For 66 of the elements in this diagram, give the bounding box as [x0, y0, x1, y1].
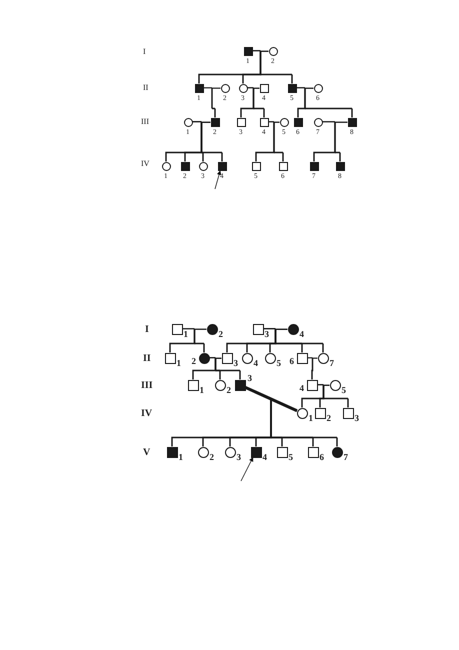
- individual-number: 6: [290, 357, 294, 366]
- pedigree-line: [215, 358, 241, 380]
- proband-arrow: [240, 456, 254, 482]
- individual-number: 1: [184, 330, 188, 339]
- individual-number: 2: [218, 330, 223, 339]
- individual-number: 7: [330, 359, 334, 368]
- individual-number: 5: [342, 386, 346, 395]
- pedigree-line: [307, 357, 313, 380]
- pedigree-line: [334, 122, 348, 162]
- generation-numeral: I: [143, 48, 146, 56]
- pedigree-line: [317, 384, 330, 386]
- individual-number: 4: [262, 453, 267, 462]
- pedigree-line: [201, 122, 223, 162]
- individual-number: 1: [200, 386, 204, 395]
- individual-number: 3: [264, 330, 269, 339]
- generation-numeral: V: [143, 448, 150, 458]
- pedigree-line: [274, 122, 284, 162]
- pedigree-line: [322, 121, 340, 162]
- individual-number: 2: [192, 357, 196, 366]
- individual-number: 5: [288, 453, 293, 462]
- pedigree-line: [296, 87, 352, 118]
- pedigree-line: [263, 328, 324, 353]
- individual-number: 6: [320, 453, 324, 462]
- pedigree-line: [263, 328, 288, 330]
- proband-arrow: [214, 170, 222, 190]
- pedigree-line: [212, 88, 221, 118]
- generation-numeral: IV: [141, 160, 150, 168]
- pedigree-line: [275, 328, 324, 353]
- generation-numeral: III: [141, 381, 153, 391]
- consanguineous-mating-line: [244, 386, 298, 412]
- pedigree-line: [317, 384, 348, 408]
- pedigree-line: [247, 87, 264, 118]
- generation-numeral: IV: [141, 409, 152, 419]
- individual-number: 2: [210, 453, 214, 462]
- pedigree-line: [194, 328, 207, 353]
- individual-number: 1: [308, 414, 313, 423]
- pedigree-line: [252, 50, 292, 84]
- pedigree-line: [260, 50, 293, 84]
- individual-number: 4: [254, 359, 258, 368]
- pedigree-line: [312, 358, 318, 380]
- pedigree-line: [209, 357, 240, 380]
- individual-number: 5: [276, 359, 281, 368]
- pedigree-line: [253, 88, 265, 118]
- pedigree-line: [304, 88, 353, 118]
- pedigree-line: [203, 87, 216, 118]
- generation-numeral: II: [143, 84, 148, 92]
- individual-number: 4: [300, 384, 304, 393]
- individual-number: 2: [226, 386, 231, 395]
- generation-numeral: II: [143, 354, 151, 364]
- pedigree-line: [323, 384, 349, 408]
- individual-number: 3: [248, 374, 252, 382]
- individual-number: 3: [354, 414, 359, 423]
- individual-number: 4: [300, 330, 304, 339]
- individual-number: 1: [176, 359, 181, 368]
- generation-numeral: I: [145, 325, 149, 335]
- individual-number: 3: [234, 359, 238, 368]
- generation-numeral: III: [141, 118, 149, 126]
- individual-number: 7: [344, 453, 348, 462]
- individual-number: 3: [236, 453, 241, 462]
- individual-number: 2: [326, 414, 331, 423]
- pedigree-line: [268, 121, 284, 162]
- individual-number: 1: [178, 453, 183, 462]
- pedigree-line: [192, 121, 222, 162]
- pedigree-line: [182, 328, 204, 353]
- pedigree-line: [252, 50, 269, 52]
- pedigree-line: [182, 328, 207, 330]
